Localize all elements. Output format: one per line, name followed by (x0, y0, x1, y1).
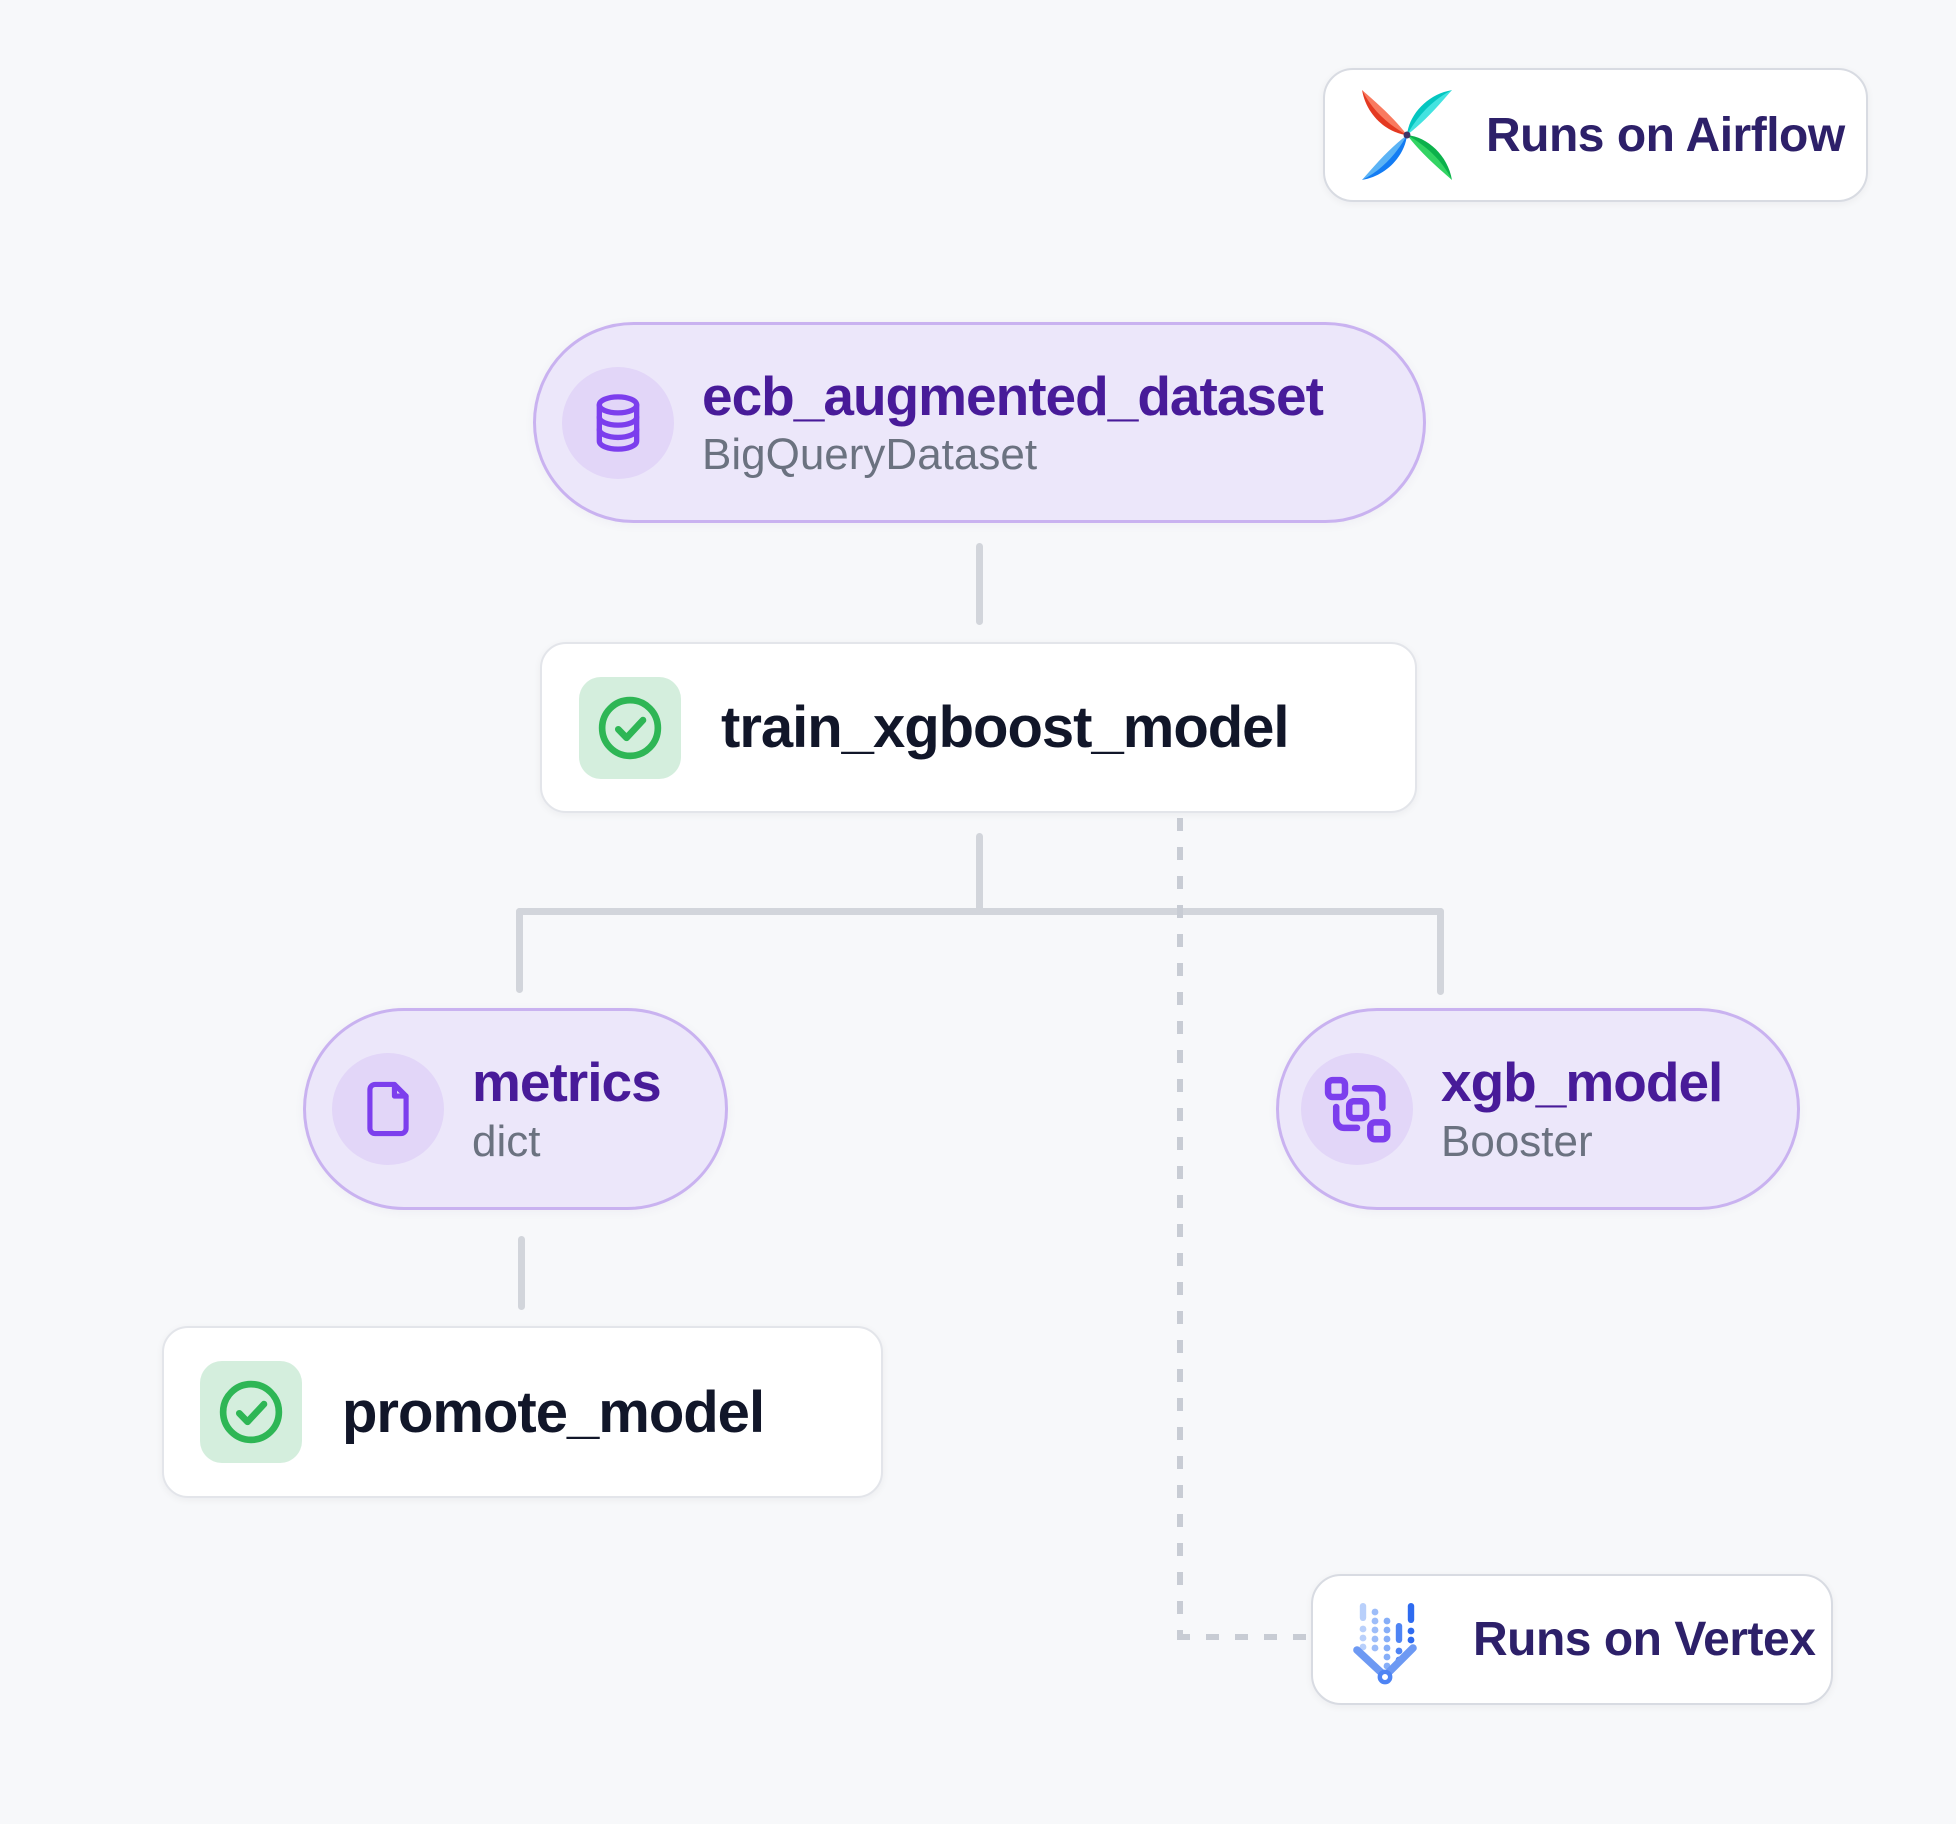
vertex-ai-icon (1347, 1592, 1443, 1688)
edge-metrics-promote (518, 1236, 525, 1310)
edge-split-drop-metrics (516, 908, 523, 993)
runs-on-airflow-badge: Runs on Airflow (1323, 68, 1868, 202)
success-status-chip (579, 676, 681, 779)
task-title: promote_model (342, 1379, 765, 1445)
vertex-badge-label: Runs on Vertex (1473, 1613, 1816, 1666)
task-title: train_xgboost_model (721, 695, 1290, 760)
node-title: ecb_augmented_dataset (702, 364, 1324, 427)
airflow-pinwheel-icon (1358, 86, 1456, 184)
node-title: metrics (472, 1051, 662, 1113)
edge-train-vertex-vertical (1177, 818, 1183, 1640)
file-icon (332, 1053, 444, 1165)
check-circle-icon (219, 1380, 283, 1444)
edge-split-horizontal (516, 908, 1444, 915)
success-status-chip (200, 1361, 302, 1463)
edge-dataset-train (976, 543, 983, 625)
node-train-xgboost-model[interactable]: train_xgboost_model (540, 642, 1417, 813)
database-icon (562, 366, 674, 479)
edge-train-vertex-horizontal (1177, 1634, 1308, 1640)
node-title: xgb_model (1441, 1051, 1723, 1113)
node-ecb-augmented-dataset[interactable]: ecb_augmented_dataset BigQueryDataset (533, 322, 1426, 523)
schema-icon (1301, 1053, 1413, 1165)
node-xgb-model[interactable]: xgb_model Booster (1276, 1008, 1800, 1210)
node-metrics[interactable]: metrics dict (303, 1008, 728, 1210)
edge-train-split-stem (976, 833, 983, 912)
edge-split-drop-xgb (1437, 908, 1444, 995)
node-subtitle: dict (472, 1116, 541, 1166)
node-subtitle: Booster (1441, 1116, 1593, 1166)
check-circle-icon (598, 696, 662, 759)
node-subtitle: BigQueryDataset (702, 430, 1038, 480)
node-promote-model[interactable]: promote_model (162, 1326, 883, 1498)
runs-on-vertex-badge: Runs on Vertex (1311, 1574, 1833, 1705)
airflow-badge-label: Runs on Airflow (1486, 108, 1845, 162)
